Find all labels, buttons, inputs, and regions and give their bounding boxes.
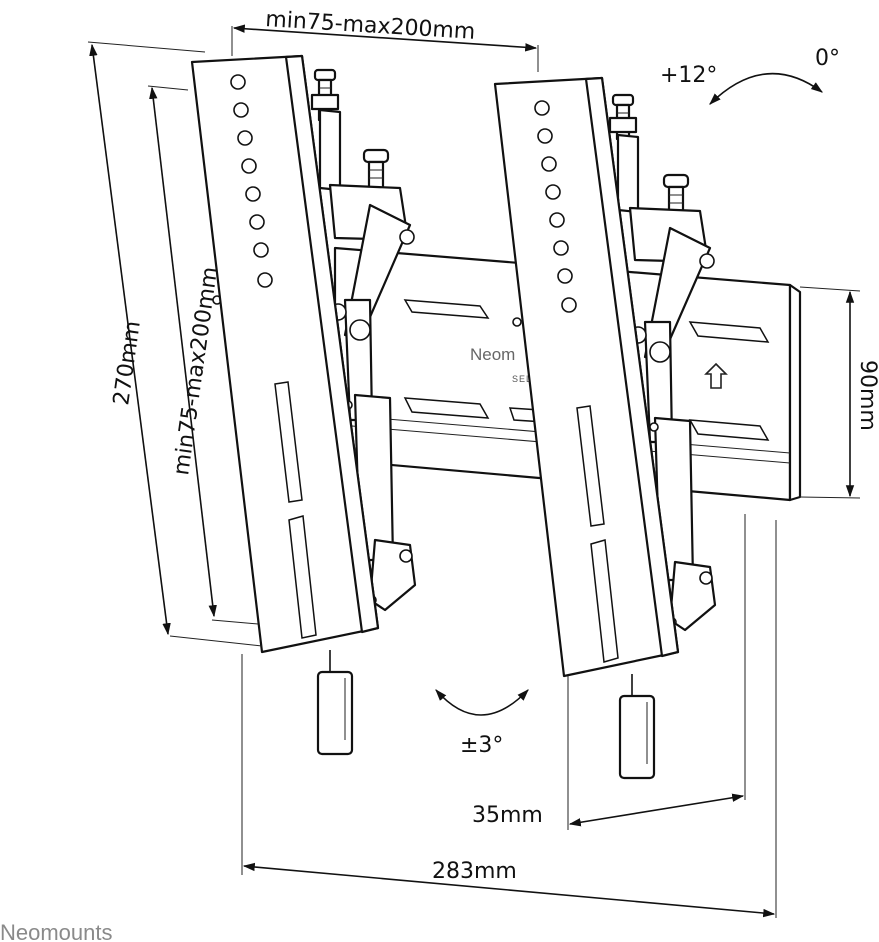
wall-plate-height-label: 90mm <box>855 360 879 431</box>
right-bracket <box>493 76 717 780</box>
brand-logo: Neomounts <box>0 920 113 942</box>
left-bracket <box>190 54 417 756</box>
dimension-lines <box>87 24 861 918</box>
wall-offset-label: 35mm <box>472 803 543 828</box>
vesa-hole-column <box>230 74 273 288</box>
screw-icon <box>362 148 390 194</box>
plate-brand-label: Neom <box>470 345 515 364</box>
overall-width-label: 283mm <box>432 859 517 884</box>
vesa-hole-column <box>534 100 577 313</box>
plate-sub-label: SELE <box>512 374 539 384</box>
tilt-max-label: +12° <box>660 63 717 88</box>
screw-icon <box>608 93 638 141</box>
level-adjust-label: ±3° <box>460 733 503 758</box>
overall-height-label: 270mm <box>109 319 146 407</box>
tilt-min-label: 0° <box>815 46 840 71</box>
top-width-label: min75-max200mm <box>265 7 476 45</box>
